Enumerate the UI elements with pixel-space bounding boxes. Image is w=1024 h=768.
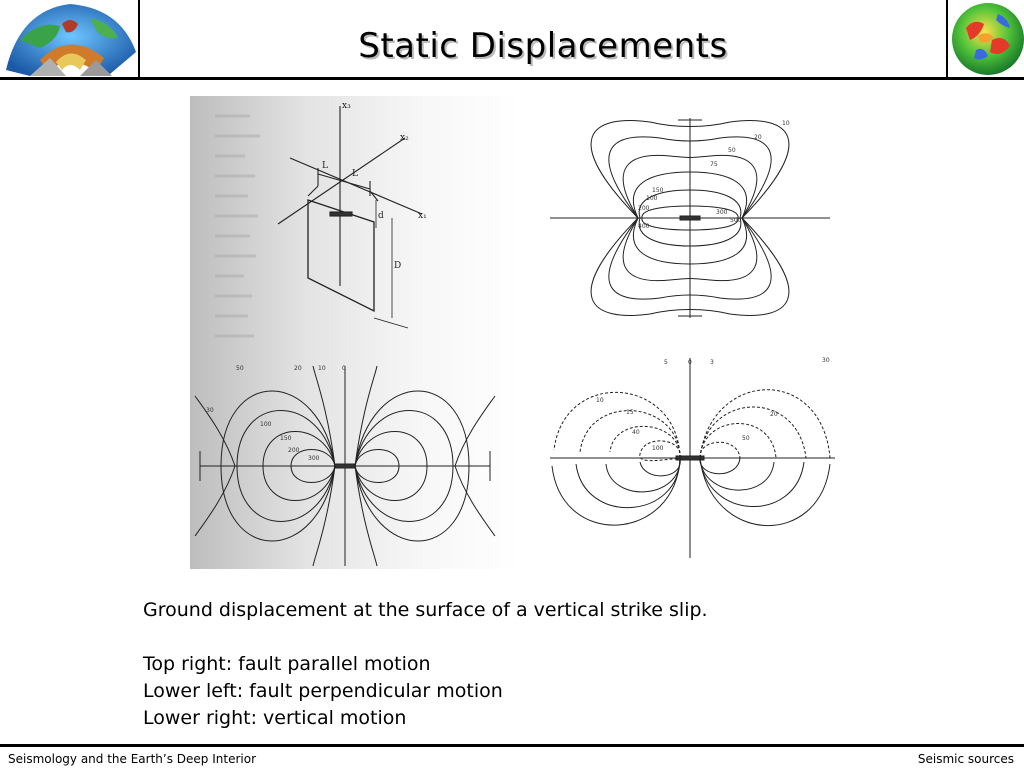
footer-course-title: Seismology and the Earth’s Deep Interior [8,752,256,766]
vertical-label-15: 15 [626,409,634,416]
scanned-text-lines [215,114,260,338]
slide-footer: Seismology and the Earth’s Deep Interior… [0,744,1024,768]
vertical-label-5: 5 [664,359,668,366]
displacement-figure: x₃ x₂ x₁ L L d D [190,96,840,569]
axis-x1-label: x₁ [418,211,427,221]
perpendicular-label-20: 20 [294,365,302,372]
caption-lower-right: Lower right: vertical motion [143,707,407,729]
parallel-label-10: 10 [782,120,790,127]
caption-top-right: Top right: fault parallel motion [143,653,431,675]
slide-title: Static Displacements [358,26,728,66]
axis-x3-label: x₃ [342,101,351,111]
caption-summary: Ground displacement at the surface of a … [143,599,708,621]
half-length-label-b: L [352,169,358,179]
fault-parallel-contour-plot [550,118,830,318]
vertical-label-100: 100 [652,445,664,452]
vertical-label-50: 50 [742,435,750,442]
footer-section-title: Seismic sources [917,752,1014,766]
parallel-label-400: 400 [638,223,650,230]
vertical-label-20: 20 [770,411,778,418]
fault-perpendicular-contour-plot [194,365,496,567]
scan-shading [190,96,520,569]
fault-schematic [277,106,423,329]
vertical-label-40: 40 [632,429,640,436]
parallel-label-75: 75 [710,161,718,168]
perpendicular-label-0: 0 [342,365,346,372]
perpendicular-label-10: 10 [318,365,326,372]
perpendicular-label-150: 150 [280,435,292,442]
parallel-label-150: 150 [652,187,664,194]
depth-bottom-label: D [394,261,401,271]
caption-lower-left: Lower left: fault perpendicular motion [143,680,503,702]
perpendicular-label-200: 200 [288,447,300,454]
parallel-label-100: 100 [646,195,658,202]
axis-x2-label: x₂ [400,133,409,143]
tomography-globe-logo-icon [946,0,1024,77]
parallel-label-20: 20 [754,134,762,141]
vertical-label-10: 10 [596,397,604,404]
half-length-label-a: L [322,161,328,171]
earth-cutaway-logo-icon [0,0,140,77]
perpendicular-label-100: 100 [260,421,272,428]
parallel-label-50: 50 [728,147,736,154]
parallel-label-300: 300 [716,209,728,216]
parallel-label-500: 500 [730,217,742,224]
perpendicular-label-30: 30 [206,407,214,414]
perpendicular-label-300: 300 [308,455,320,462]
vertical-motion-contour-plot [550,358,835,558]
vertical-label-3: 3 [710,359,714,366]
slide-header: Static Displacements [0,0,1024,80]
parallel-label-200: 200 [638,205,650,212]
depth-top-label: d [378,211,384,221]
vertical-label-0: 0 [688,359,692,366]
figure-caption: Ground displacement at the surface of a … [143,597,708,732]
perpendicular-label-50: 50 [236,365,244,372]
vertical-label-30: 30 [822,357,830,364]
